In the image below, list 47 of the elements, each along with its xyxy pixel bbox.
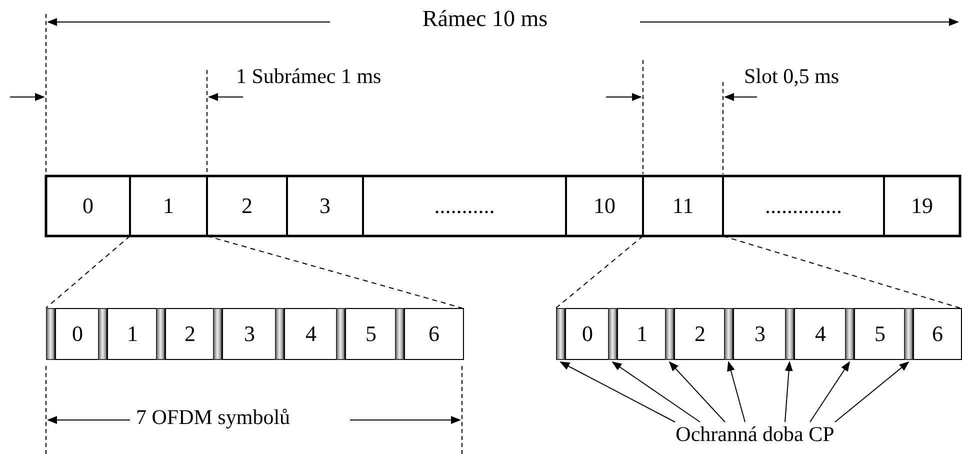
- cyclic-prefix-bar: [46, 308, 55, 360]
- subframe-cell: 10: [566, 176, 643, 236]
- symbol-cell: 4: [284, 308, 338, 360]
- leader-line: [560, 362, 676, 422]
- slot-box: [46, 308, 462, 360]
- cyclic-prefix-bar: [395, 308, 404, 360]
- subframe-cell: 3: [287, 176, 363, 236]
- symbol-cell: 1: [617, 308, 667, 360]
- cyclic-prefix-bar: [845, 308, 854, 360]
- symbol-cell: 2: [165, 308, 215, 360]
- symbol-cell: 5: [345, 308, 397, 360]
- cyclic-prefix-bar: [156, 308, 165, 360]
- cyclic-prefix-bar: [556, 308, 565, 360]
- leader-line: [784, 361, 793, 422]
- symbol-cell: 4: [794, 308, 847, 360]
- cyclic-prefix-bar: [665, 308, 674, 360]
- subframe-cell: ..............: [723, 176, 884, 236]
- cyclic-prefix-bar: [275, 308, 284, 360]
- cyclic-prefix-bar: [98, 308, 107, 360]
- cyclic-prefix-bar: [336, 308, 345, 360]
- leader-line: [612, 361, 700, 422]
- symbol-cell: 5: [854, 308, 906, 360]
- symbol-cell: 3: [733, 308, 787, 360]
- subframe-cell: 2: [207, 176, 287, 236]
- symbol-cell: 0: [55, 308, 100, 360]
- cyclic-prefix-bar: [608, 308, 617, 360]
- symbol-cell: 0: [565, 308, 610, 360]
- subframe-cell: ...........: [363, 176, 566, 236]
- symbol-cell: 6: [913, 308, 962, 360]
- symbol-cell: 6: [404, 308, 464, 360]
- cyclic-prefix-bar: [785, 308, 794, 360]
- cyclic-prefix-bar: [724, 308, 733, 360]
- callout-label: Ochranná doba CP: [660, 422, 850, 450]
- slot-box: [556, 308, 960, 360]
- zoom-line: [556, 236, 644, 308]
- leader-line: [668, 361, 726, 422]
- symbol-cell: 3: [222, 308, 277, 360]
- cyclic-prefix-bar: [904, 308, 913, 360]
- subframe-cell: 11: [643, 176, 723, 236]
- leader-line: [727, 361, 746, 422]
- leader-line: [810, 361, 850, 422]
- symbol-cell: 2: [674, 308, 726, 360]
- cyclic-prefix-bar: [213, 308, 222, 360]
- leader-line: [834, 361, 910, 422]
- symbol-cell: 1: [107, 308, 158, 360]
- subframe-cell: 1: [130, 176, 207, 236]
- zoom-line: [46, 236, 130, 308]
